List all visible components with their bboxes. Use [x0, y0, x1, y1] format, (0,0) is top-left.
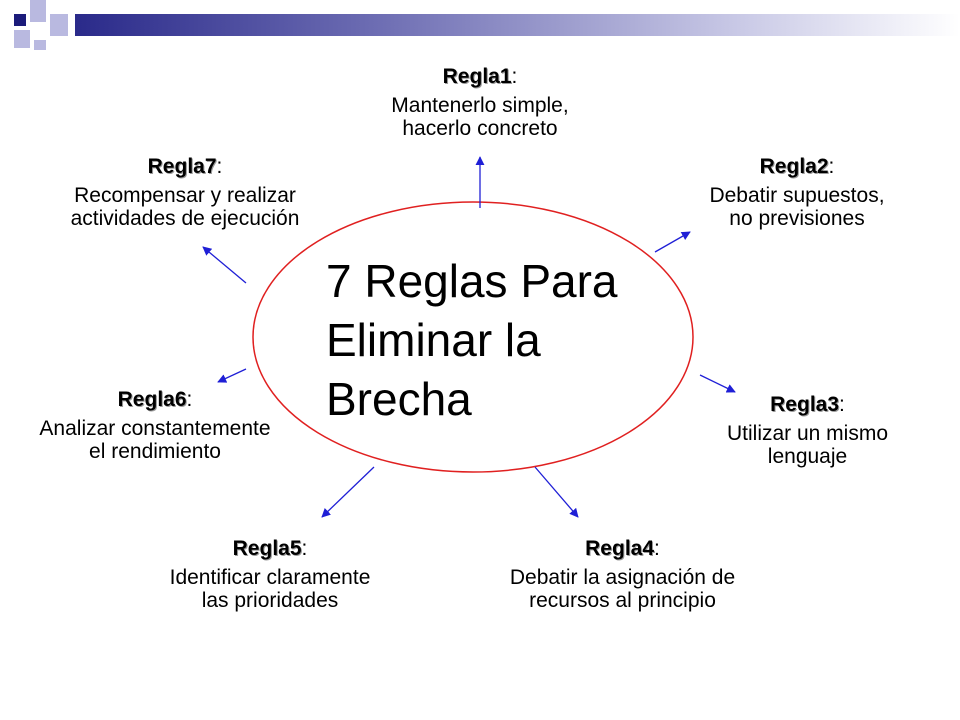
center-ellipse: [252, 201, 694, 473]
rule-6-sep: :: [186, 388, 193, 411]
rule-2-sep: :: [828, 155, 835, 178]
rule-7-text: Recompensar y realizar actividades de ej…: [70, 184, 300, 230]
arrow-regla6: [217, 368, 247, 383]
rule-6-text: Analizar constantemente el rendimiento: [39, 417, 271, 463]
rule-7-sep: :: [216, 155, 223, 178]
rule-2-text: Debatir supuestos, no previsiones: [709, 184, 885, 230]
rule-4: Regla4: Debatir la asignación de recurso…: [460, 537, 785, 612]
corner-square-1: [14, 14, 26, 26]
rule-6: Regla6: Analizar constantemente el rendi…: [0, 388, 310, 463]
corner-square-3: [50, 14, 68, 36]
rule-6-name: Regla6: [117, 388, 187, 411]
rule-1-name: Regla1: [442, 65, 512, 88]
corner-square-5: [34, 40, 46, 50]
rule-7: Regla7: Recompensar y realizar actividad…: [30, 155, 340, 230]
rule-3-text: Utilizar un mismo lenguaje: [726, 422, 889, 468]
header-gradient-bar: [75, 14, 960, 36]
corner-square-2: [30, 0, 46, 22]
diagram-title: 7 Reglas Para Eliminar la Brecha: [326, 255, 618, 425]
rule-1-text: Mantenerlo simple, hacerlo concreto: [391, 94, 569, 140]
arrow-regla4: [534, 466, 579, 518]
arrow-regla5: [321, 466, 375, 518]
rule-4-sep: :: [654, 537, 660, 560]
arrow-regla7: [202, 246, 247, 284]
rule-2: Regla2: Debatir supuestos, no previsione…: [662, 155, 932, 230]
rule-3-name: Regla3: [770, 393, 840, 416]
rule-5-name: Regla5: [232, 537, 302, 560]
rule-5-sep: :: [301, 537, 308, 560]
rule-5: Regla5: Identificar claramente las prior…: [120, 537, 420, 612]
rule-7-name: Regla7: [147, 155, 217, 178]
rule-3: Regla3: Utilizar un mismo lenguaje: [680, 393, 935, 468]
rule-4-text: Debatir la asignación de recursos al pri…: [509, 566, 736, 612]
rule-5-text: Identificar claramente las prioridades: [169, 566, 371, 612]
rule-1: Regla1: Mantenerlo simple, hacerlo concr…: [335, 65, 625, 140]
arrow-regla2: [654, 231, 691, 253]
arrow-regla3: [699, 374, 736, 393]
rule-1-sep: :: [511, 65, 518, 88]
rule-4-name: Regla4: [585, 537, 655, 560]
rule-2-name: Regla2: [759, 155, 829, 178]
rule-3-sep: :: [839, 393, 845, 416]
corner-square-4: [14, 30, 30, 48]
